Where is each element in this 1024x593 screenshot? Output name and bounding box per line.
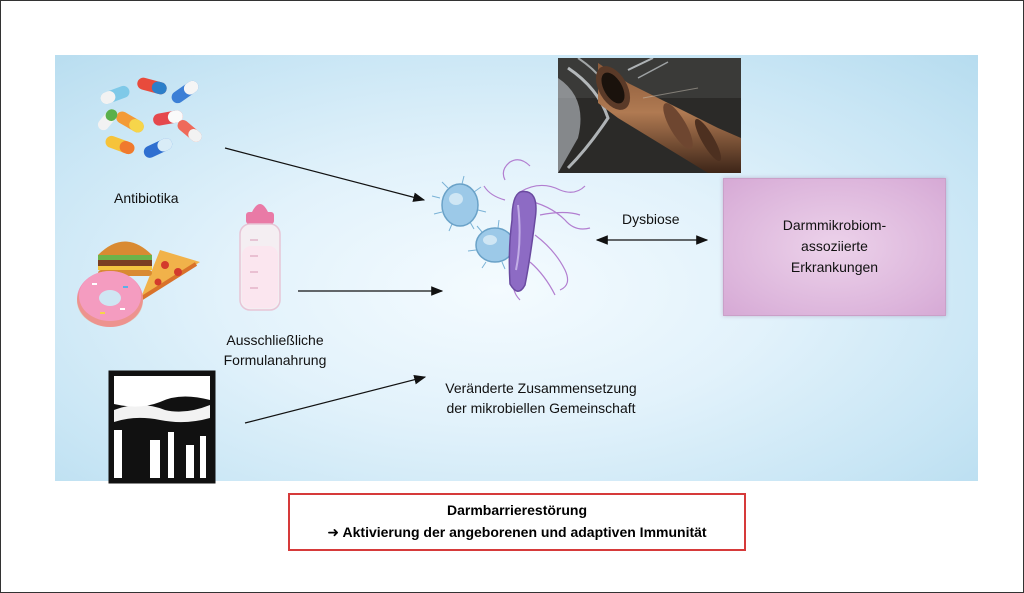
- label-formulanahrung: Ausschließliche Formulanahrung: [205, 330, 345, 370]
- disease-box-line3: Erkrankungen: [790, 259, 879, 275]
- broken-pipe-photo: [558, 58, 741, 173]
- capsules-icon: [97, 77, 202, 158]
- label-veraenderte-line1: Veränderte Zusammensetzung: [445, 380, 637, 396]
- fast-food-icon: [77, 241, 200, 327]
- disease-box-line1: Darmmikrobiom-: [782, 217, 887, 233]
- factory-icon: [108, 370, 216, 484]
- arrow-antibiotics: [224, 147, 426, 202]
- baby-bottle-icon: [239, 204, 281, 311]
- label-antibiotika: Antibiotika: [114, 190, 179, 206]
- label-formulanahrung-line1: Ausschließliche: [226, 332, 324, 348]
- disease-box-text: Darmmikrobiom- assoziierte Erkrankungen: [724, 215, 945, 278]
- disease-box: Darmmikrobiom- assoziierte Erkrankungen: [723, 178, 946, 316]
- bacteria-icon: [431, 159, 591, 301]
- arrow-pollution: [244, 375, 427, 424]
- consequence-box-title: Darmbarrierestörung: [446, 502, 588, 518]
- consequence-box-subtitle: ➜ Aktivierung der angeborenen und adapti…: [327, 524, 707, 540]
- label-veraenderte-zusammensetzung: Veränderte Zusammensetzung der mikrobiel…: [430, 378, 652, 418]
- consequence-box: Darmbarrierestörung ➜ Aktivierung der an…: [288, 493, 746, 551]
- label-formulanahrung-line2: Formulanahrung: [223, 352, 327, 368]
- disease-box-line2: assoziierte: [801, 238, 868, 254]
- label-dysbiose: Dysbiose: [622, 211, 680, 227]
- label-veraenderte-line2: der mikrobiellen Gemeinschaft: [446, 400, 636, 416]
